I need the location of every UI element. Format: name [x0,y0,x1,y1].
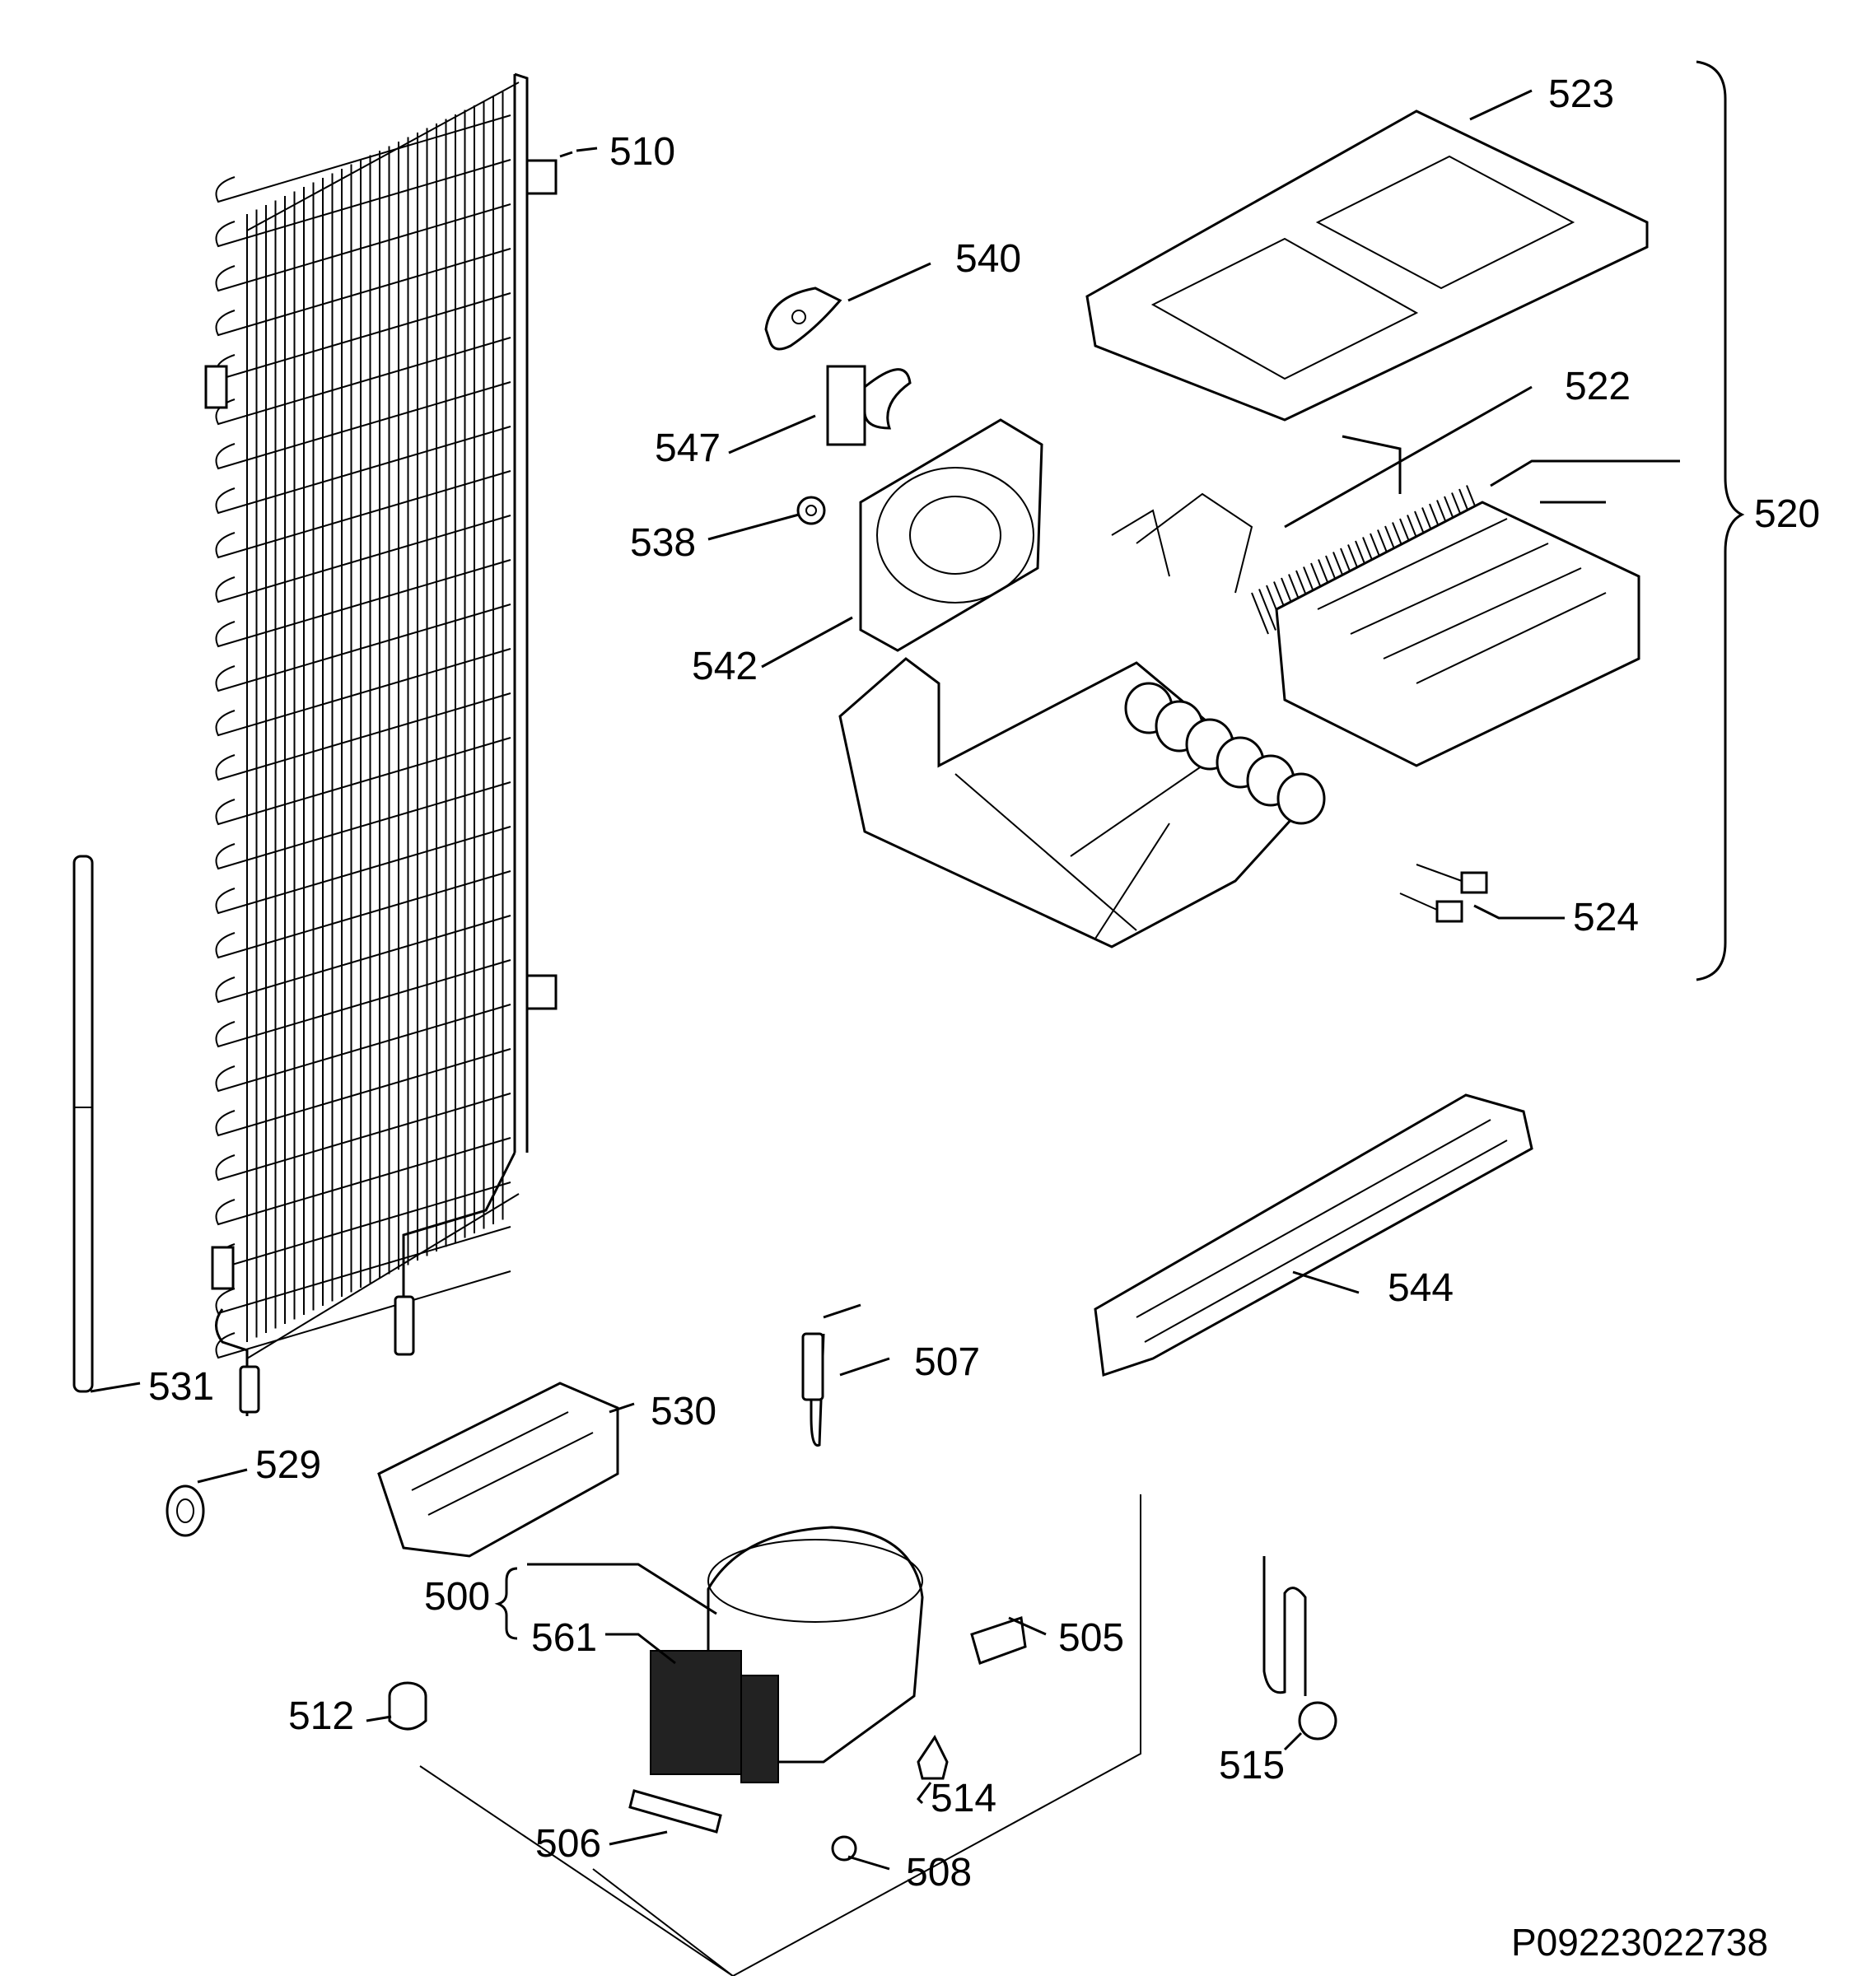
callout-labels: 510 523 540 547 538 542 522 520 524 544 … [148,72,1820,1894]
callout-505: 505 [1058,1616,1124,1660]
evaporator-coil-end [1276,772,1326,825]
callout-514: 514 [931,1777,996,1820]
condenser-coil-loop [215,692,511,781]
callout-540: 540 [955,237,1021,281]
condenser-coil-loop [215,1048,511,1137]
brace-500-561 [494,1567,518,1640]
gear-538 [796,496,826,525]
condenser-coil-loop [215,337,511,426]
condenser-coil-loop [215,292,511,381]
condenser-coil-loop [215,737,511,826]
connectors-524 [1399,864,1488,923]
clip-505 [970,1616,1027,1665]
callout-522: 522 [1565,365,1631,408]
grommet-514 [917,1735,949,1780]
callout-523: 523 [1548,72,1614,116]
fan-motor-547 [826,365,912,446]
cable-515 [1262,1556,1337,1741]
callout-506: 506 [535,1822,601,1866]
callout-561: 561 [531,1616,597,1660]
bracket-540 [764,287,842,351]
evaporator-fin [1251,592,1269,635]
callout-508: 508 [906,1851,972,1894]
condenser-coil-loop [215,203,511,292]
condenser-coil-loop [215,1226,511,1315]
callout-529: 529 [255,1443,321,1487]
evaporator-assembly-520 [838,435,1640,948]
callout-512: 512 [288,1694,354,1738]
callout-520: 520 [1754,492,1820,536]
callout-530: 530 [651,1390,716,1433]
condenser-coil-loop [215,870,511,959]
rail-544 [1094,1093,1533,1377]
condenser-coil-loop [215,381,511,470]
callout-531: 531 [148,1365,214,1409]
sensor-507 [801,1303,861,1447]
callout-542: 542 [692,645,758,688]
heatsink-561 [650,1650,779,1783]
condenser-coil-loop [215,1270,511,1359]
condenser-coil-loop [215,114,511,203]
brace-520 [1696,60,1745,981]
callout-510: 510 [609,130,675,174]
condenser-coil-loop [215,248,511,337]
condenser-coil-loop [215,1004,511,1093]
bush-512 [388,1681,427,1731]
condenser-coil-loop [215,426,511,515]
callout-538: 538 [630,521,696,565]
tube-531 [72,855,94,1393]
condenser-coil-loop [215,826,511,915]
leader-lines [90,89,1680,1871]
condenser-coil-loop [215,1137,511,1226]
fan-cover-542 [859,418,1043,652]
condenser-coil-loop [215,959,511,1048]
grommet-529 [166,1484,205,1537]
condenser-coil-loop [215,559,511,648]
condenser-coil-loop [215,470,511,559]
condenser-coil-loop [215,781,511,870]
callout-507: 507 [914,1340,980,1384]
cover-523 [1085,110,1649,422]
callout-515: 515 [1219,1744,1285,1787]
evaporator-fin [1258,589,1276,631]
condenser-coil-loop [215,648,511,737]
condenser-coil-loop [215,1093,511,1181]
callout-547: 547 [655,426,721,470]
plate-506 [628,1789,722,1834]
condenser-coil-loop [215,915,511,1004]
drawing-number: P09223022738 [1511,1921,1768,1964]
condenser-coil-loop [215,515,511,604]
drip-tray-530 [377,1382,619,1558]
kit-box-lines [419,1494,1141,1976]
callout-544: 544 [1388,1266,1454,1310]
condenser-coil-loop [215,159,511,248]
callout-500: 500 [424,1575,490,1619]
condenser-coil-loop [215,604,511,692]
condenser-510 [204,72,558,1416]
nut-508 [831,1835,857,1862]
callout-524: 524 [1573,896,1639,939]
